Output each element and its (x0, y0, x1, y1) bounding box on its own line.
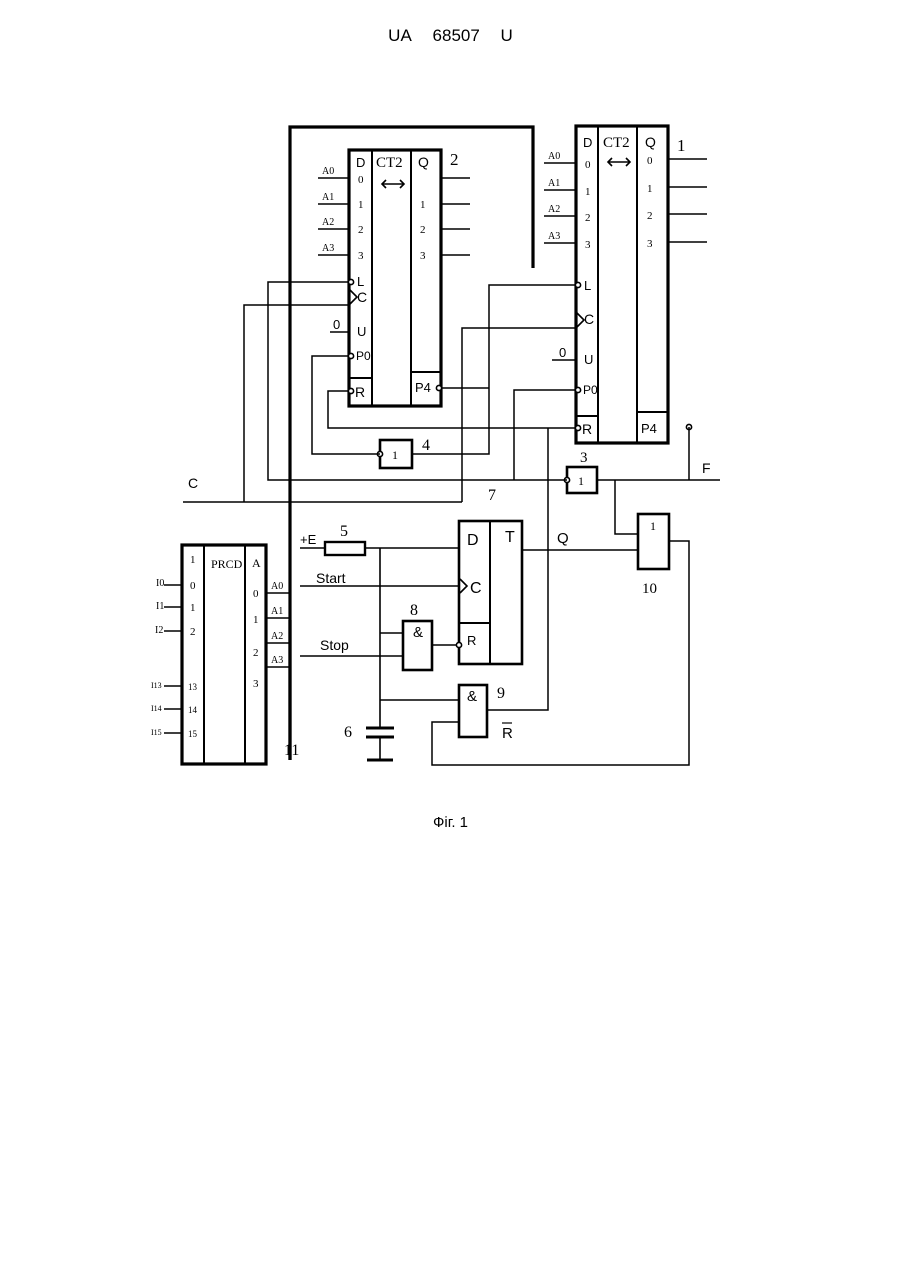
resistor-supply: +E (300, 532, 317, 547)
encoder-in-col: 1 (190, 554, 196, 566)
encoder-out-pin-1: 1 (253, 614, 259, 626)
figure-caption: Фіг. 1 (0, 814, 901, 831)
gate8-symbol: & (413, 624, 423, 641)
counter2-d1: 1 (358, 199, 364, 211)
trigger-c: C (470, 580, 482, 597)
encoder-out-col: A (252, 556, 261, 570)
counter1-d0: 0 (585, 159, 591, 171)
signal-stop: Stop (320, 637, 349, 653)
counter2-u-input: 0 (333, 317, 340, 332)
counter1-d: D (583, 135, 592, 150)
bus-ref: 7 (488, 487, 496, 504)
encoder-out-a2: A2 (271, 631, 283, 642)
counter-2 (318, 150, 470, 406)
counter2-r: R (355, 384, 365, 400)
counter1-title: CT2 (603, 135, 630, 151)
counter1-in-a0: A0 (548, 151, 560, 162)
encoder-in-pin-15: 15 (188, 729, 198, 739)
counter2-c: C (357, 289, 367, 305)
encoder-out-pin-3: 3 (253, 678, 259, 690)
counter1-q1: 1 (647, 183, 653, 195)
counter1-u-input: 0 (559, 345, 566, 360)
gate9-rbar: R (502, 725, 513, 742)
counter2-q3: 3 (420, 250, 426, 262)
counter1-ref: 1 (677, 136, 686, 155)
trigger-r: R (467, 633, 476, 648)
counter1-q3: 3 (647, 238, 653, 250)
counter2-ref: 2 (450, 150, 459, 169)
counter1-q0: 0 (647, 155, 653, 167)
encoder-ref: 11 (284, 742, 299, 759)
signal-c: C (188, 475, 198, 491)
encoder-out-pin-0: 0 (253, 588, 259, 600)
encoder-out-a3: A3 (271, 655, 283, 666)
encoder-out-a0: A0 (271, 581, 283, 592)
counter2-in-a2: A2 (322, 217, 334, 228)
counter1-d2: 2 (585, 212, 591, 224)
counter1-in-a3: A3 (548, 231, 560, 242)
gate9-ref: 9 (497, 685, 505, 702)
counter1-in-a2: A2 (548, 204, 560, 215)
counter1-u: U (584, 352, 593, 367)
encoder-in-label-15: I15 (151, 728, 162, 737)
signal-f: F (702, 460, 711, 476)
encoder-in-label-0: I0 (156, 578, 164, 589)
counter1-p0: P0 (583, 383, 598, 397)
counter1-in-a1: A1 (548, 178, 560, 189)
counter2-d: D (356, 155, 365, 170)
signal-start: Start (316, 570, 346, 586)
encoder-in-pin-0: 0 (190, 580, 196, 592)
encoder-title: PRCD (211, 557, 243, 571)
counter2-d3: 3 (358, 250, 364, 262)
capacitor-6 (366, 548, 394, 760)
counter2-title: CT2 (376, 155, 403, 171)
gate4-ref: 4 (422, 437, 430, 454)
wiring (183, 282, 720, 765)
trigger-d: D (467, 532, 479, 549)
encoder-in-label-14: I14 (151, 704, 162, 713)
counter1-q: Q (645, 134, 656, 150)
encoder-in-label-2: I2 (155, 625, 163, 636)
resistor-ref: 5 (340, 523, 348, 540)
counter1-q2: 2 (647, 210, 653, 222)
counter2-q: Q (418, 154, 429, 170)
encoder-in-label-13: I13 (151, 681, 162, 690)
counter1-d1: 1 (585, 186, 591, 198)
counter2-l: L (357, 274, 364, 289)
gate4-symbol: 1 (392, 448, 398, 462)
counter2-in-a1: A1 (322, 192, 334, 203)
gate9-symbol: & (467, 688, 477, 705)
gate3-symbol: 1 (578, 474, 584, 488)
counter2-d2: 2 (358, 224, 364, 236)
gate3-ref: 3 (580, 450, 588, 466)
counter2-p4: P4 (415, 380, 431, 395)
trigger-q-out: Q (557, 530, 569, 547)
counter1-c: C (584, 311, 594, 327)
counter1-l: L (584, 278, 591, 293)
encoder-in-label-1: I1 (156, 601, 164, 612)
gate10-ref: 10 (642, 581, 657, 597)
gate10-symbol: 1 (650, 519, 656, 533)
encoder-in-pin-14: 14 (188, 705, 198, 715)
encoder-in-pin-2: 2 (190, 626, 196, 638)
encoder-in-pin-1: 1 (190, 602, 196, 614)
counter1-d3: 3 (585, 239, 591, 251)
counter2-u: U (357, 324, 366, 339)
counter1-p4: P4 (641, 421, 657, 436)
counter2-in-a3: A3 (322, 243, 334, 254)
counter2-d0: 0 (358, 174, 364, 186)
trigger-t: T (505, 529, 515, 546)
counter2-in-a0: A0 (322, 166, 334, 177)
encoder-out-pin-2: 2 (253, 647, 259, 659)
gate8-ref: 8 (410, 602, 418, 619)
counter2-q1: 1 (420, 199, 426, 211)
capacitor-ref: 6 (344, 724, 352, 741)
counter2-p0: P0 (356, 349, 371, 363)
encoder-in-pin-13: 13 (188, 682, 198, 692)
counter2-q2: 2 (420, 224, 426, 236)
encoder-out-a1: A1 (271, 606, 283, 617)
counter1-r: R (582, 421, 592, 437)
